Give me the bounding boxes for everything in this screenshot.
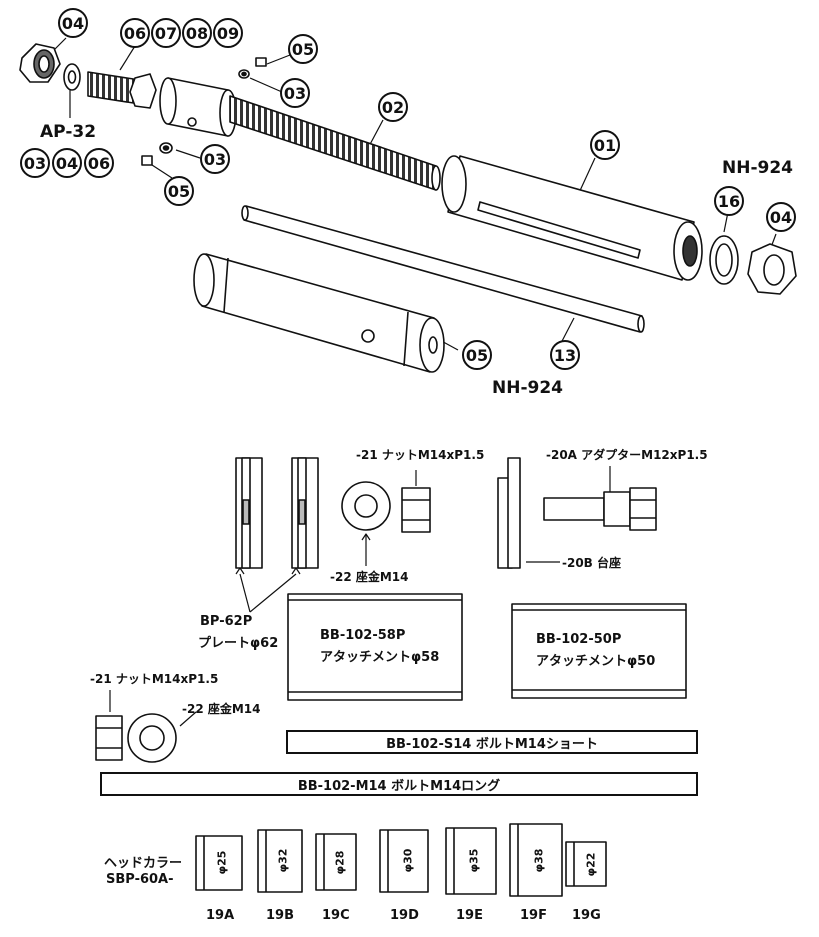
callout-16: 16 (714, 186, 744, 216)
attachment-50-name: アタッチメントφ50 (536, 654, 656, 669)
adapter-20a-label: -20A アダプターM12xP1.5 (546, 448, 708, 462)
collar-size-19f: φ38 (532, 848, 546, 873)
adapter-20a (543, 487, 657, 531)
base-20b-label: -20B 台座 (562, 556, 622, 570)
set-screw-05-bottom (141, 142, 173, 166)
callout-03-mid: 03 (200, 144, 230, 174)
nut-21-top (401, 487, 431, 533)
callout-01: 01 (590, 130, 620, 160)
callout-02: 02 (378, 92, 408, 122)
leader-lines (51, 37, 777, 351)
collar-size-19e: φ35 (467, 848, 481, 873)
callout-group-04: 04 (52, 148, 82, 178)
collar-code-19g: 19G (572, 908, 601, 923)
nh-924-label-right: NH-924 (722, 158, 793, 178)
collar-size-19b: φ32 (276, 848, 290, 873)
callout-06: 06 (120, 18, 150, 48)
collar-code-19e: 19E (456, 908, 483, 923)
set-screw-05-top (238, 57, 267, 79)
collar-code-19b: 19B (266, 908, 294, 923)
attachment-50-code: BB-102-50P (536, 632, 622, 647)
collar-code-19c: 19C (322, 908, 350, 923)
main-tube-01 (441, 155, 703, 281)
collar-title-2: SBP-60A- (106, 872, 174, 887)
hex-nut-04-right (747, 243, 797, 295)
head-collar-shapes (195, 823, 607, 897)
callout-09: 09 (213, 18, 243, 48)
plate-bp62p-a (235, 457, 263, 569)
callout-05-pin: 05 (462, 340, 492, 370)
attachment-50-body (511, 603, 687, 699)
nut-21-bottom (95, 715, 123, 761)
attachment-58-body (287, 593, 463, 701)
collar-size-19d: φ30 (401, 848, 415, 873)
coupling-body (159, 77, 237, 137)
washer-16 (709, 235, 739, 285)
plate-name: プレートφ62 (198, 636, 279, 651)
callout-group-03: 03 (20, 148, 50, 178)
threaded-stud-06 (87, 71, 157, 109)
attachment-58-name: アタッチメントφ58 (320, 650, 440, 665)
collar-size-19c: φ28 (333, 850, 347, 875)
callout-05-top: 05 (288, 34, 318, 64)
callout-13: 13 (550, 340, 580, 370)
callout-04-left: 04 (58, 8, 88, 38)
callout-04-right: 04 (766, 202, 796, 232)
callout-05-mid: 05 (164, 176, 194, 206)
collar-code-19f: 19F (520, 908, 547, 923)
washer-22-top (341, 481, 391, 531)
callout-08: 08 (182, 18, 212, 48)
attachment-58-code: BB-102-58P (320, 628, 406, 643)
callout-07: 07 (151, 18, 181, 48)
washer-22-bottom (127, 713, 177, 763)
hex-nut-04-left (19, 43, 61, 83)
washer-22-top-label: -22 座金M14 (330, 570, 409, 584)
collar-size-19a: φ25 (215, 850, 229, 875)
plate-code: BP-62P (200, 614, 253, 629)
nut-21-top-label: -21 ナットM14xP1.5 (356, 448, 485, 462)
plate-bp62p-b (291, 457, 319, 569)
collar-code-19a: 19A (206, 908, 235, 923)
washer-22-bottom-label: -22 座金M14 (182, 702, 261, 716)
callout-group-06: 06 (84, 148, 114, 178)
ap-32-label: AP-32 (40, 122, 97, 142)
nh-924-label-bottom: NH-924 (492, 378, 563, 398)
rod-13 (241, 205, 645, 333)
nut-21-bottom-label: -21 ナットM14xP1.5 (90, 672, 219, 686)
collar-size-19g: φ22 (584, 852, 598, 877)
bolt-long-bar: BB-102-M14 ボルトM14ロング (100, 772, 698, 796)
collar-title-1: ヘッドカラー (104, 856, 183, 871)
callout-03-top: 03 (280, 78, 310, 108)
base-20b (497, 457, 521, 569)
threaded-rod-02 (229, 95, 441, 191)
bolt-short-bar: BB-102-S14 ボルトM14ショート (286, 730, 698, 754)
pin-05 (193, 253, 445, 373)
collar-code-19d: 19D (390, 908, 419, 923)
